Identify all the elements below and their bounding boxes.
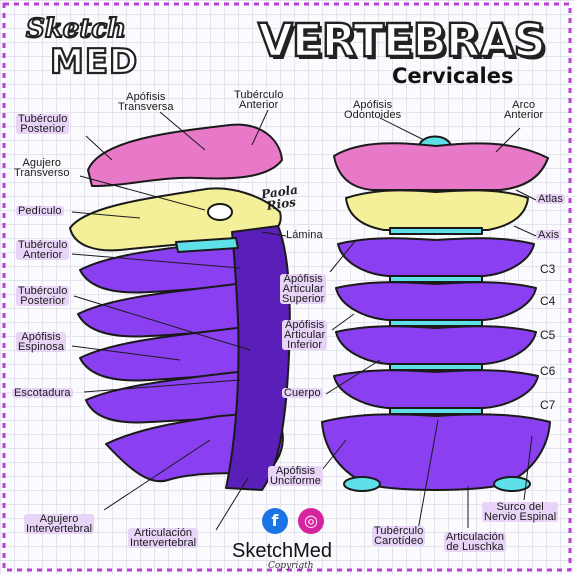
level-c7: C7 bbox=[540, 398, 555, 412]
label-cuerpo: Cuerpo bbox=[282, 388, 323, 398]
label-articulacion-luschka: Articulación de Luschka bbox=[444, 532, 506, 552]
disc-c3 bbox=[390, 276, 482, 282]
label-axis: Axis bbox=[536, 230, 561, 240]
label-apofisis-espinosa: Apófisis Espinosa bbox=[16, 332, 66, 352]
level-c6: C6 bbox=[540, 364, 555, 378]
instagram-icon[interactable]: ◎ bbox=[298, 508, 324, 534]
label-tuberculo-posterior: Tubérculo Posterior bbox=[16, 286, 69, 306]
label-apofisis-unciforme: Apófisis Unciforme bbox=[268, 466, 323, 486]
c6-anterior bbox=[334, 370, 538, 408]
label-agujero-transverso: Agujero Transverso bbox=[14, 158, 70, 178]
c5-anterior bbox=[336, 326, 536, 364]
label-apofisis-odontoides: Apófisis Odontoides bbox=[344, 100, 401, 120]
atlas-lateral bbox=[88, 125, 282, 186]
label-apofisis-articular-superior: Apófisis Articular Superior bbox=[280, 274, 326, 304]
lateral-view bbox=[70, 125, 290, 490]
label-agujero-intervertebral: Agujero Intervertebral bbox=[24, 514, 94, 534]
axis-anterior bbox=[346, 190, 528, 230]
label-tuberculo-anterior-top: Tubérculo Anterior bbox=[234, 90, 283, 110]
disc-c4 bbox=[390, 320, 482, 326]
label-apofisis-articular-inferior: Apófisis Articular Inferior bbox=[282, 320, 327, 350]
page-title: VERTEBRAS bbox=[258, 14, 545, 67]
page-subtitle: Cervicales bbox=[392, 64, 513, 88]
disc-c6 bbox=[390, 408, 482, 414]
level-c3: C3 bbox=[540, 262, 555, 276]
facebook-icon[interactable]: f bbox=[262, 508, 288, 534]
c7-right-foot bbox=[494, 477, 530, 491]
footer-brand: SketchMed bbox=[232, 540, 332, 563]
agujero-transverso-hole bbox=[208, 204, 232, 220]
c4-anterior bbox=[336, 282, 536, 320]
logo-sketch-text: Sketch bbox=[26, 14, 126, 44]
label-lamina: Lámina bbox=[286, 230, 323, 240]
label-tuberculo-carotideo: Tubérculo Carotídeo bbox=[372, 526, 425, 546]
disc-c5 bbox=[390, 364, 482, 370]
level-c4: C4 bbox=[540, 294, 555, 308]
label-escotadura: Escotadura bbox=[12, 388, 73, 398]
label-surco-nervio-espinal: Surco del Nervio Espinal bbox=[482, 502, 558, 522]
c7-left-foot bbox=[344, 477, 380, 491]
level-c5: C5 bbox=[540, 328, 555, 342]
label-arco-anterior: Arco Anterior bbox=[504, 100, 543, 120]
label-tuberculo-posterior-top: Tubérculo Posterior bbox=[16, 114, 69, 134]
label-articulacion-intervertebral: Articulación Intervertebral bbox=[128, 528, 198, 548]
disc-axis bbox=[390, 228, 482, 234]
label-tuberculo-anterior: Tubérculo Anterior bbox=[16, 240, 69, 260]
logo-med-text: MED bbox=[50, 42, 138, 82]
label-atlas: Atlas bbox=[536, 194, 565, 204]
author-signature: Paola Rios bbox=[261, 184, 301, 213]
anterior-view bbox=[322, 137, 550, 492]
label-pediculo: Pedículo bbox=[16, 206, 64, 216]
footer-copyright: Copyrigth bbox=[268, 561, 314, 571]
label-apofisis-transversa: Apófisis Transversa bbox=[118, 92, 174, 112]
atlas-anterior bbox=[334, 143, 548, 190]
c3-anterior bbox=[338, 238, 534, 276]
